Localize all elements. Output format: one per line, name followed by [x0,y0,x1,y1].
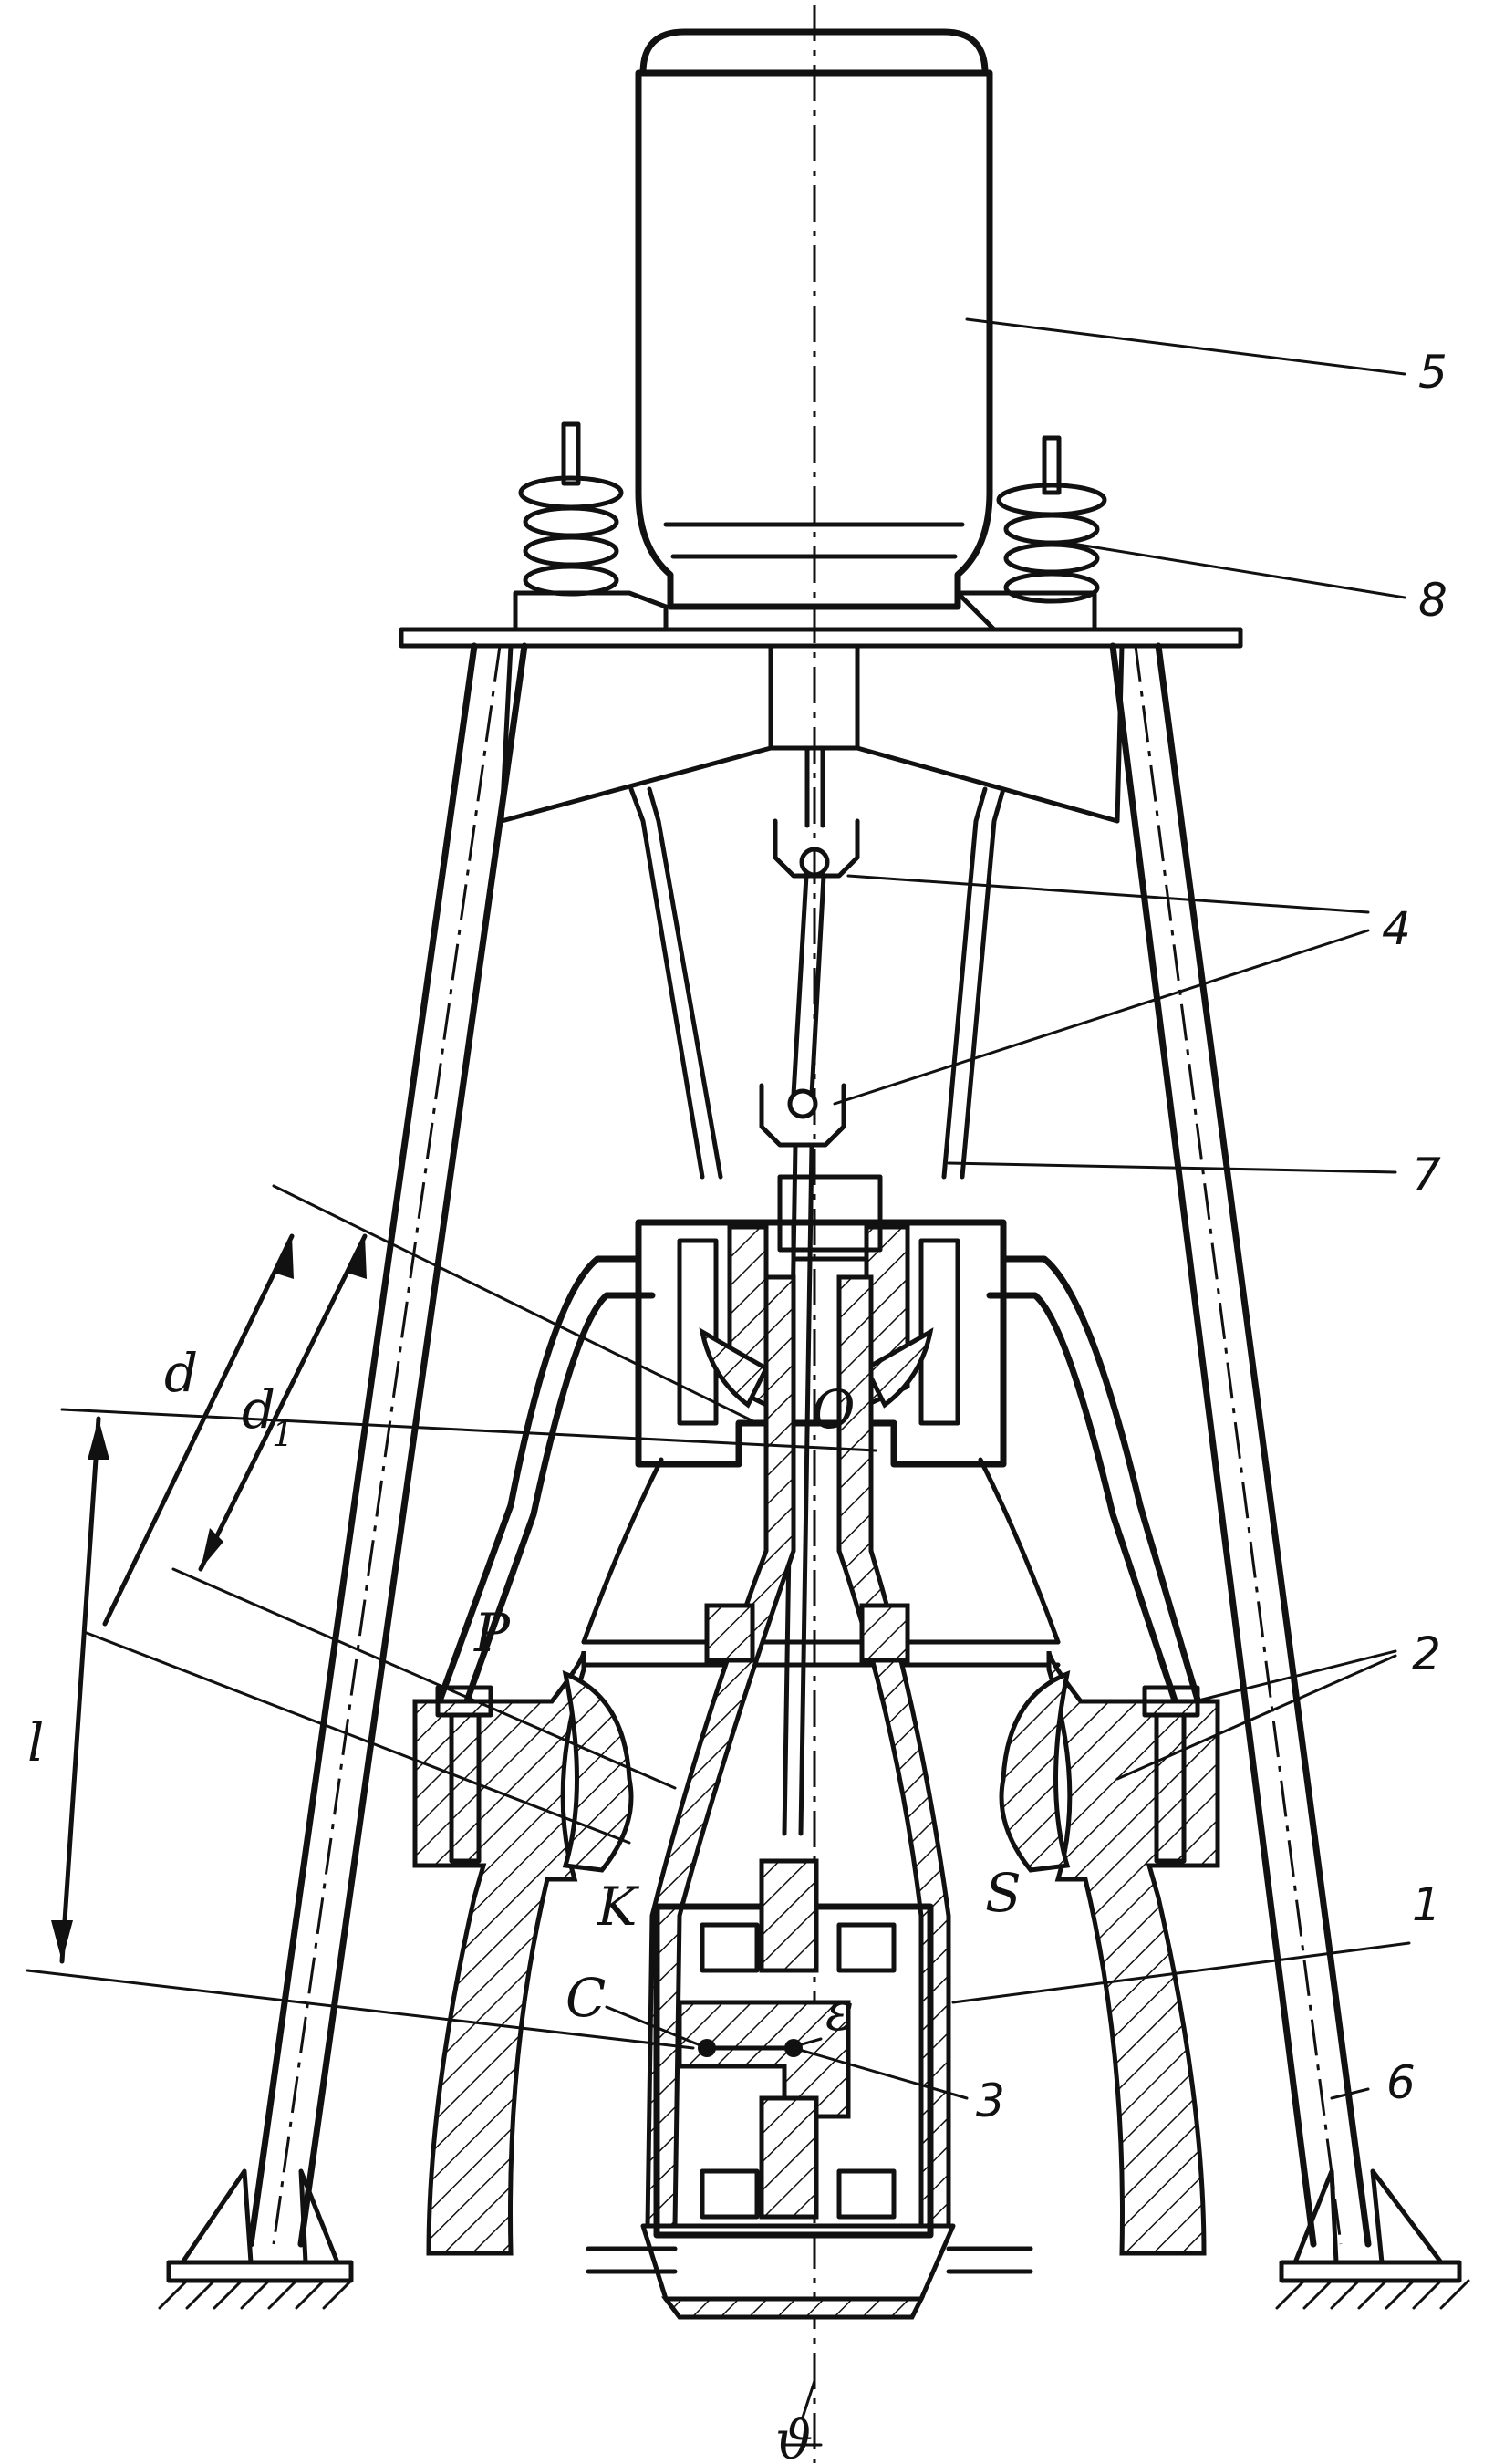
frame-legs [158,642,1470,2310]
label-dim-d1-sub: 1 [272,1414,294,1454]
label-part-3: 3 [976,2074,1005,2127]
outer-cone-housing [412,1650,1220,2256]
label-eccentricity: ε [825,1981,854,2043]
vibrator-unit [653,1858,934,2239]
label-dim-d1: d [242,1378,275,1440]
spring-right [955,435,1107,632]
label-point-C: C [565,1967,606,2029]
label-part-1: 1 [1412,1878,1441,1931]
label-part-2: 2 [1412,1627,1441,1680]
platform-bracket [499,643,1125,824]
label-part-7: 7 [1412,1149,1441,1201]
yoke-arms [434,1255,1203,1710]
label-point-K: K [597,1876,640,1938]
inner-cone [586,1274,1033,2320]
label-dim-l: l [27,1711,45,1773]
label-part-5: 5 [1418,346,1447,399]
label-point-P: P [473,1602,511,1664]
top-housing [635,1174,1007,1468]
label-part-6: 6 [1386,2056,1416,2109]
label-angle-theta: ϑ [775,2409,813,2464]
motor [635,28,993,610]
label-dim-d: d [164,1342,198,1404]
spring-left [513,421,669,632]
label-point-O: O [812,1378,856,1440]
label-point-S: S [985,1862,1022,1924]
dimension-lines [26,317,1411,2447]
label-part-4: 4 [1382,902,1411,955]
label-part-8: 8 [1418,574,1447,627]
